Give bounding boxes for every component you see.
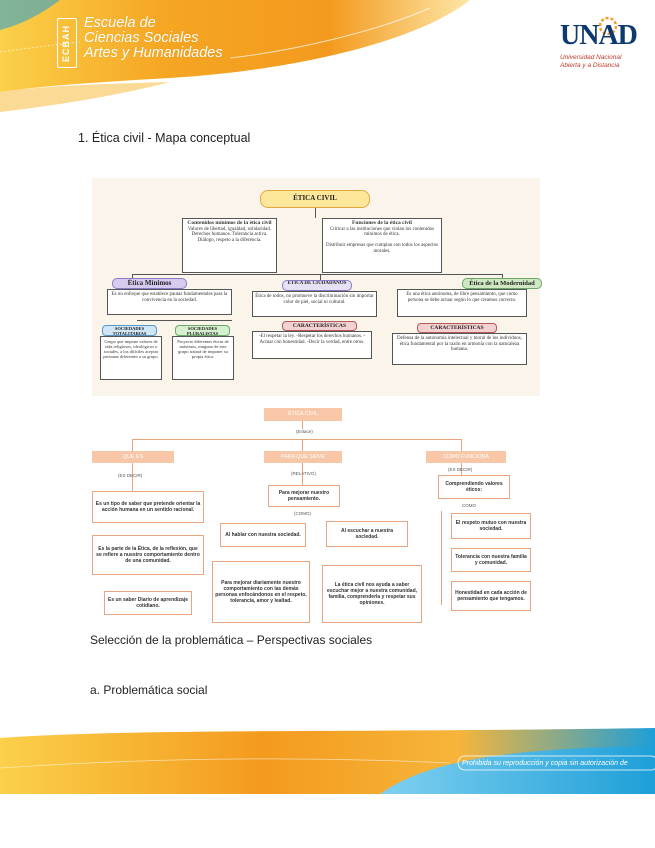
logo-sub-line: Universidad Nacional [560, 54, 622, 61]
map2-col3-head: COMO FUNCIONA [426, 451, 506, 463]
map1-caracteristicas-2: CARACTERÍSTICAS [417, 323, 497, 333]
map1-contenidos-text: Valores de libertad, igualdad, solidarid… [187, 226, 272, 243]
page-header: ECBAH Escuela de Ciencias Sociales Artes… [0, 0, 655, 115]
map2-col2-link2: (COMO) [294, 511, 311, 516]
map2-col1-box1: Es un tipo de saber que pretende orienta… [92, 491, 204, 523]
map2-root: ÉTICA CIVIL [264, 408, 342, 421]
footer-copyright-text: Prohibida su reproducción y copia sin au… [462, 760, 628, 767]
map2-col3-box1: Comprendiendo valores éticos: [438, 475, 510, 499]
map1-funciones-text: Criticar a las instituciones que violan … [329, 226, 435, 238]
map2-col2-box3: Al escuchar a nuestra sociedad. [326, 521, 408, 547]
map1-soc-totalitarias: SOCIEDADES TOTALITARIAS [102, 325, 157, 336]
map1-modernidad: Ética de la Modernidad [462, 278, 542, 289]
map1-caracteristicas-1: CARACTERÍSTICAS [282, 321, 357, 331]
map1-caract2-text: Defensa de la autonomía intelectual y mo… [392, 333, 527, 365]
ecbah-side-label: ECBAH [57, 18, 77, 68]
map1-funciones-title: Funciones de la ética civil [352, 220, 412, 226]
logo-wordmark: UNAD [560, 20, 638, 51]
map2-col2-box5: La ética civil nos ayuda a saber escucha… [322, 565, 422, 623]
school-line: Ciencias Sociales [84, 30, 199, 46]
map1-funciones-box: Funciones de la ética civil Criticar a l… [322, 218, 442, 273]
map2-col3-link: (ES DECIR) [448, 467, 473, 472]
school-line: Artes y Humanidades [84, 45, 223, 61]
map1-modernidad-text: Es una ética autónoma, de libre pensamie… [397, 289, 527, 317]
school-name: Escuela de Ciencias Sociales Artes y Hum… [84, 16, 223, 61]
concept-map-image-2: ÉTICA CIVIL (Enlace) QUE ES (ES DECIR) E… [86, 403, 532, 633]
map2-col2-head: PARA QUE SIRVE [264, 451, 342, 463]
map2-col2-box1: Para mejorar nuestro pensamiento. [268, 485, 340, 507]
map1-soc-pluralistas: SOCIEDADES PLURALISTAS [175, 325, 230, 336]
map1-contenidos-box: Contenidos mínimos de la ética civil Val… [182, 218, 277, 273]
map2-col2-box4: Para mejorar diariamente nuestro comport… [212, 561, 310, 623]
map1-minimos-text: Es un enfoque que establece pautas funda… [107, 289, 232, 315]
map2-col3-box2: El respeto mutuo con nuestra sociedad. [451, 513, 531, 539]
map2-col3-link2: COMO [462, 503, 476, 508]
map1-ciudadano-text: Ética de todos, no promueve la discrimin… [252, 291, 377, 317]
map1-ciudadano: ÉTICA DE CIUDADANOS [282, 280, 352, 291]
concept-map-image-1: ÉTICA CIVIL Contenidos mínimos de la éti… [92, 178, 542, 396]
map1-caract1-text: -El respetar la ley. -Respetar los derec… [252, 331, 372, 359]
page-footer [0, 728, 655, 794]
section-title: Selección de la problemática – Perspecti… [90, 633, 373, 647]
logo-sun-icon [598, 16, 618, 36]
map1-contenidos-title: Contenidos mínimos de la ética civil [187, 220, 272, 226]
logo-subtitle: Universidad Nacional Abierta y a Distanc… [560, 54, 621, 70]
map1-etica-minimos: Ética Mínimos [112, 278, 187, 289]
map2-col3-box4: Honestidad en cada acción de pensamiento… [451, 581, 531, 611]
map2-col3-box3: Tolerancia con nuestra familia y comunid… [451, 548, 531, 572]
map2-enlace: (Enlace) [296, 429, 313, 434]
map2-col1-head: QUE ES [92, 451, 174, 463]
item-heading: 1. Ética civil - Mapa conceptual [78, 131, 251, 145]
logo-sub-line: Abierta y a Distancia [560, 62, 620, 69]
map1-title: ÉTICA CIVIL [260, 190, 370, 208]
map1-soc-tot-text: Grupo que impone valores de vida religio… [100, 336, 162, 380]
map2-col2-link: (RELATIVO) [291, 471, 316, 476]
footer-wave-background [0, 728, 655, 794]
map2-col1-box2: Es la parte de la Ética, de la reflexión… [92, 535, 204, 575]
header-wave-background [0, 0, 470, 112]
map2-col2-box2: Al hablar con nuestra sociedad. [220, 523, 306, 547]
map2-col1-box3: Es un saber Diario de aprendizaje cotidi… [104, 591, 192, 615]
map2-col1-link: (ES DECIR) [118, 473, 143, 478]
map1-soc-plu-text: Proyecto diferentes éticas de máximos, n… [172, 336, 234, 380]
subsection-title: a. Problemática social [90, 683, 208, 697]
map1-funciones-text2: Distribuir empresas que cumplan con todo… [325, 243, 439, 254]
unad-logo: UNAD Universidad Nacional Abierta y a Di… [560, 12, 638, 74]
school-line: Escuela de [84, 15, 156, 31]
